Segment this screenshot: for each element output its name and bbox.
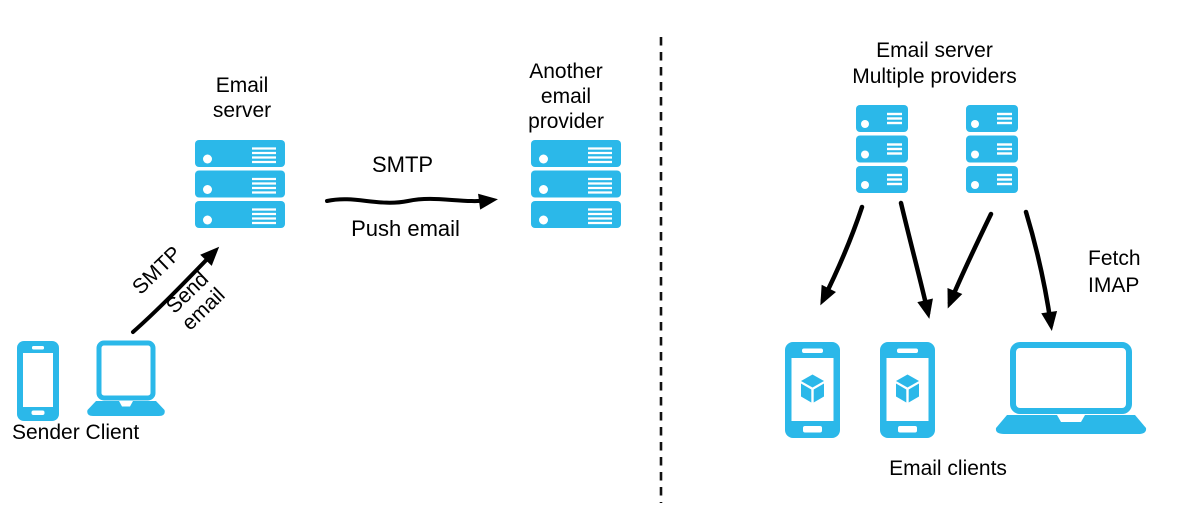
fetch-arrow-4-icon [1023, 209, 1058, 331]
server-stack-icon [966, 105, 1018, 193]
email-clients-caption: Email clients [889, 457, 1007, 480]
push-email-label: Push email [351, 216, 460, 241]
fetch-arrow-1-icon [820, 204, 865, 306]
server-stack-icon [195, 140, 285, 228]
laptop-outline-icon [87, 340, 165, 416]
fetch-arrow-2-icon [898, 200, 933, 319]
laptop-icon [995, 342, 1147, 434]
smartphone-outline-icon [17, 341, 59, 421]
smartphone-icon [785, 342, 840, 438]
left-email-server-title: Email server [212, 74, 272, 122]
cube-icon [801, 374, 824, 403]
another-provider-title: Another email provider [528, 60, 604, 133]
push-email-arrow-icon [325, 193, 498, 210]
server-stack-icon [531, 140, 621, 228]
sender-client-caption: Sender Client [12, 421, 140, 444]
fetch-imap-label: Fetch IMAP [1088, 247, 1141, 297]
server-stack-icon [856, 105, 908, 193]
cube-icon [896, 374, 919, 403]
push-smtp-label: SMTP [371, 152, 434, 177]
fetch-arrow-3-icon [947, 211, 994, 309]
right-email-server-title: Email server Multiple providers [852, 39, 1017, 88]
smartphone-icon [880, 342, 935, 438]
